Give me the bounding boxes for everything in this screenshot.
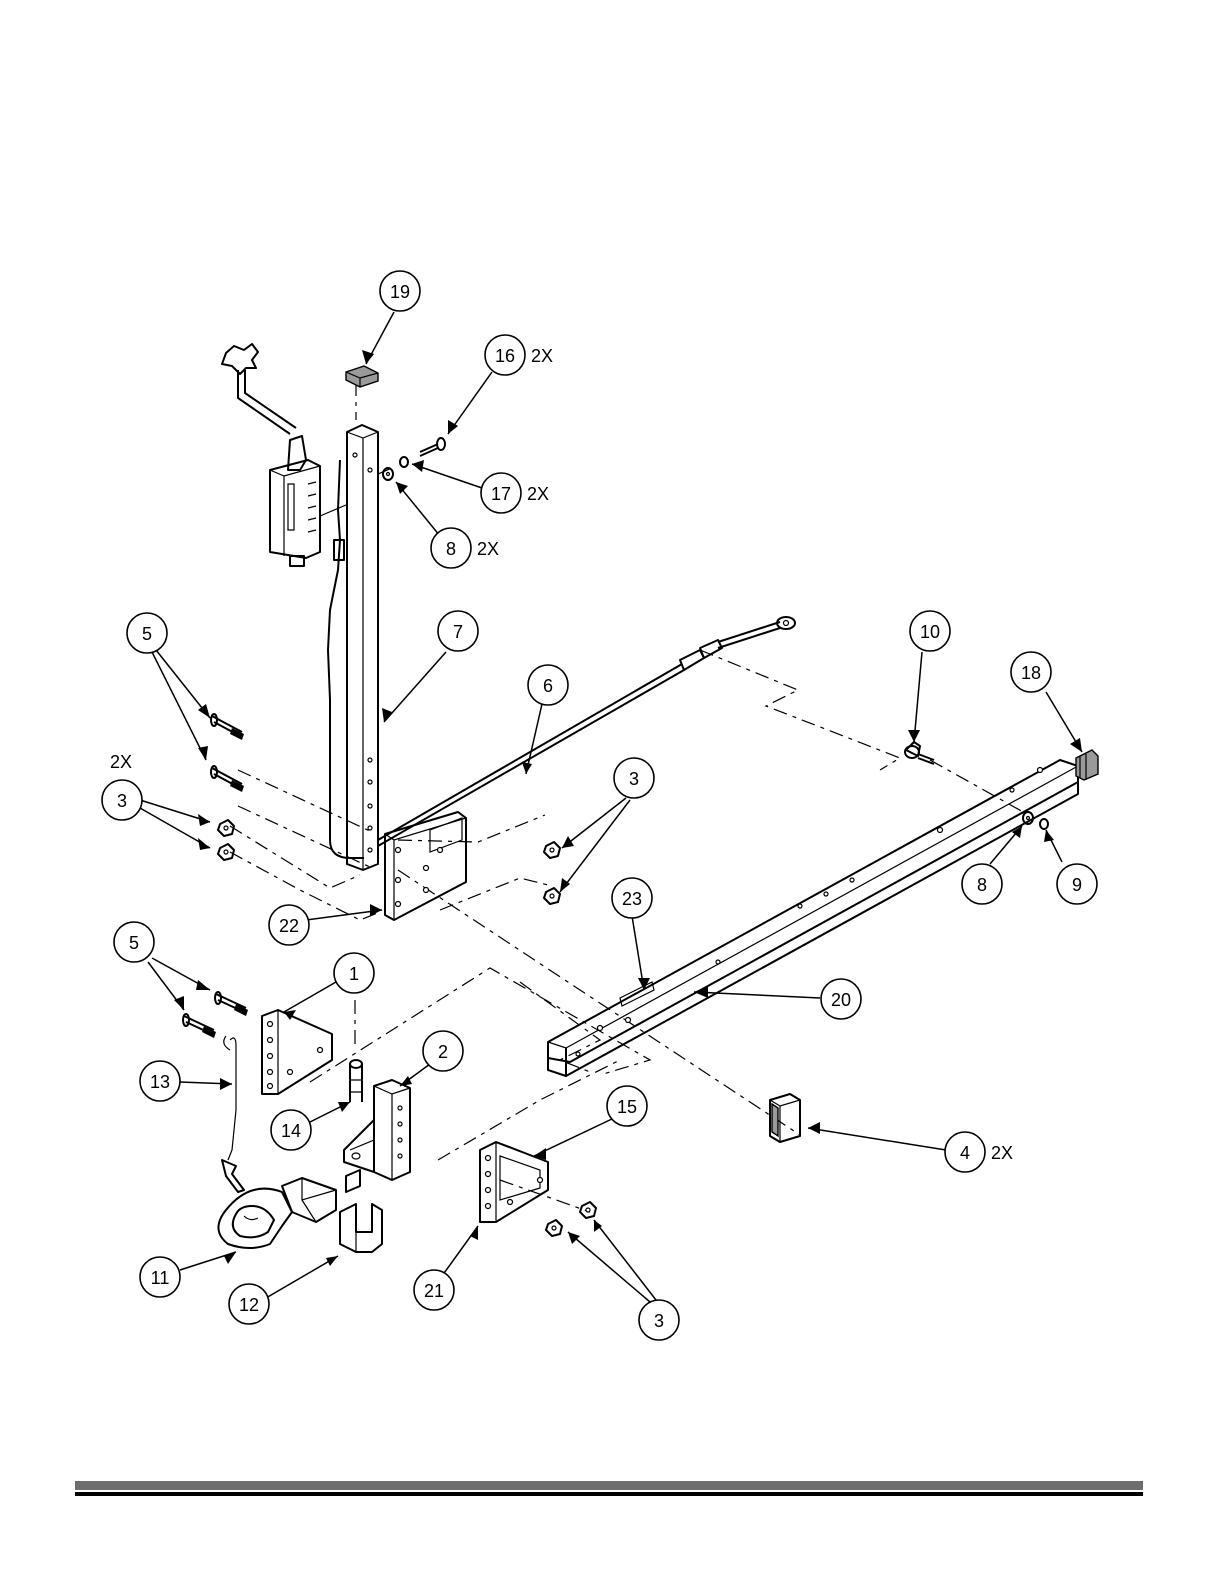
- nut-part-9: [1040, 819, 1048, 829]
- svg-text:9: 9: [1072, 875, 1082, 895]
- vertical-tube-part-7: [347, 425, 378, 870]
- washer-part-17: [400, 457, 408, 467]
- svg-text:10: 10: [920, 622, 940, 642]
- svg-text:14: 14: [281, 1121, 301, 1141]
- qty-2x-left-label: 2X: [110, 752, 132, 772]
- callout-2: 2: [423, 1031, 463, 1071]
- callout-13: 13: [140, 1061, 180, 1101]
- svg-text:3: 3: [654, 1311, 664, 1331]
- slide-insert-part-4: [770, 1094, 800, 1142]
- control-box-with-knob: [222, 344, 346, 566]
- callout-5-lower: 5: [114, 922, 154, 962]
- svg-text:1: 1: [349, 964, 359, 984]
- svg-text:23: 23: [622, 889, 642, 909]
- svg-text:2X: 2X: [531, 346, 553, 366]
- svg-text:2X: 2X: [527, 484, 549, 504]
- callout-11: 11: [140, 1257, 180, 1297]
- clip-part-12: [340, 1204, 382, 1252]
- callout-8-right: 8: [962, 864, 1002, 904]
- callout-3-lower: 3: [639, 1300, 679, 1340]
- callout-9: 9: [1057, 864, 1097, 904]
- callout-15: 15: [607, 1086, 647, 1126]
- callout-23: 23: [612, 878, 652, 918]
- nuts-part-3-lower: [546, 1202, 596, 1236]
- svg-text:17: 17: [491, 484, 511, 504]
- callout-6: 6: [528, 665, 568, 705]
- svg-text:2: 2: [438, 1042, 448, 1062]
- hitch-bracket-part-2: [344, 1080, 410, 1192]
- svg-text:3: 3: [117, 791, 127, 811]
- svg-text:5: 5: [129, 933, 139, 953]
- svg-text:16: 16: [495, 346, 515, 366]
- svg-text:2X: 2X: [477, 539, 499, 559]
- bolts-part-5-lower: [183, 992, 248, 1038]
- callout-10: 10: [910, 611, 950, 651]
- callout-17: 17 2X: [481, 473, 549, 513]
- callout-8-upper: 8 2X: [431, 528, 499, 568]
- nuts-part-3-middle: [544, 842, 560, 904]
- svg-text:12: 12: [239, 1295, 259, 1315]
- callout-20: 20: [821, 979, 861, 1019]
- callout-4: 4 2X: [945, 1132, 1013, 1172]
- callout-1: 1: [334, 953, 374, 993]
- cable-part-6: [328, 460, 795, 858]
- plate-part-1: [262, 1010, 332, 1094]
- footer-rule: [75, 1481, 1143, 1496]
- lanyard-part-13: [222, 1036, 244, 1192]
- end-cap-part-18: [1076, 750, 1098, 780]
- svg-text:22: 22: [279, 916, 299, 936]
- bolts-part-16: [420, 438, 445, 456]
- svg-text:21: 21: [424, 1281, 444, 1301]
- callout-22: 22: [269, 905, 309, 945]
- callout-5-upper: 5: [127, 613, 167, 653]
- nuts-part-3-left: [218, 820, 234, 860]
- bolts-part-5-upper: [211, 714, 244, 792]
- svg-text:19: 19: [390, 282, 410, 302]
- callout-14: 14: [271, 1110, 311, 1150]
- svg-text:3: 3: [629, 769, 639, 789]
- svg-text:6: 6: [543, 676, 553, 696]
- callout-18: 18: [1011, 652, 1051, 692]
- svg-text:5: 5: [142, 624, 152, 644]
- svg-text:2X: 2X: [991, 1143, 1013, 1163]
- svg-text:18: 18: [1021, 663, 1041, 683]
- svg-text:8: 8: [977, 875, 987, 895]
- leader-lines: [140, 312, 1082, 1302]
- pin-part-10: [905, 742, 934, 764]
- clevis-pin-part-14: [350, 1060, 362, 1102]
- svg-text:15: 15: [617, 1097, 637, 1117]
- callout-3-middle: 3: [614, 758, 654, 798]
- svg-text:13: 13: [150, 1072, 170, 1092]
- callout-3-left: 3: [102, 780, 142, 820]
- callout-16: 16 2X: [485, 335, 553, 375]
- callout-19: 19: [380, 271, 420, 311]
- callout-7: 7: [438, 611, 478, 651]
- callout-21: 21: [414, 1270, 454, 1310]
- svg-text:11: 11: [151, 1268, 170, 1288]
- svg-text:4: 4: [960, 1143, 970, 1163]
- top-cap-part-19: [346, 366, 378, 387]
- svg-text:7: 7: [453, 622, 463, 642]
- svg-text:20: 20: [831, 990, 851, 1010]
- callout-12: 12: [229, 1284, 269, 1324]
- svg-text:8: 8: [446, 539, 456, 559]
